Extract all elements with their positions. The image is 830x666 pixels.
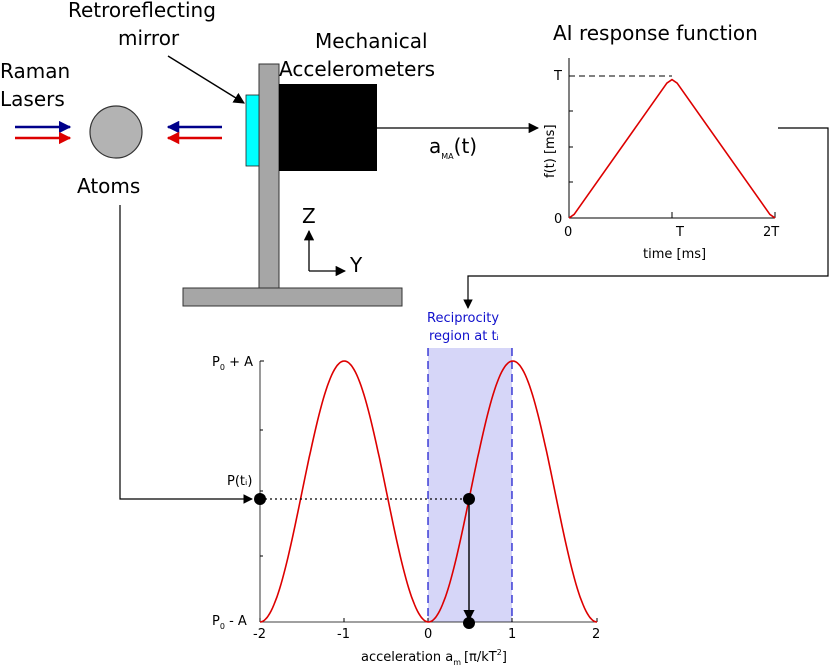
raman-label-line2: Lasers xyxy=(0,87,65,111)
prob-xtick-label--1: -1 xyxy=(337,627,350,642)
prob-xtick-label-1: 1 xyxy=(508,627,516,642)
ai-xtick-label-T: T xyxy=(675,225,684,240)
ai-response-title: AI response function xyxy=(553,21,758,45)
connector-ai-to-plot xyxy=(463,127,829,309)
mechanical-label-line1: Mechanical xyxy=(315,29,428,53)
atoms-cloud xyxy=(89,105,143,159)
support-post xyxy=(258,63,280,289)
prob-ytick-label-bottom: P0 - A xyxy=(212,614,247,631)
point-acceleration-estimate xyxy=(463,617,475,629)
point-measured-probability xyxy=(254,493,266,505)
reciprocity-label-line2: region at tᵢ xyxy=(429,329,499,344)
mirror-pointer-line xyxy=(167,55,245,104)
ai-ytick-label-T: T xyxy=(553,69,562,84)
raman-label-line1: Raman xyxy=(0,59,70,83)
ai-xtick-label-2T: 2T xyxy=(763,225,779,240)
prob-xtick-label-2: 2 xyxy=(592,627,600,642)
axis-y-label: Y xyxy=(349,253,363,277)
ai-xtick-label-0: 0 xyxy=(564,225,572,240)
probability-chart: Reciprocity region at tᵢ P0 + A P(tᵢ) P0… xyxy=(212,311,600,666)
mechanical-accelerometer-block xyxy=(279,84,377,171)
prob-xtick-label--2: -2 xyxy=(253,627,266,642)
apparatus xyxy=(15,55,403,307)
retroreflecting-label-line2: mirror xyxy=(118,26,180,50)
ai-response-chart: AI response function 0 T 0 T 2T time [ms… xyxy=(543,21,779,262)
signal-label: aMA(t) xyxy=(429,134,477,161)
point-on-curve xyxy=(463,493,475,505)
prob-ytick-label-mid: P(tᵢ) xyxy=(227,474,252,489)
ai-xlabel: time [ms] xyxy=(643,247,706,262)
prob-xtick-label-0: 0 xyxy=(424,627,432,642)
support-base xyxy=(182,287,403,307)
retroreflecting-mirror xyxy=(245,94,260,167)
connector-atoms-to-plot xyxy=(119,205,253,504)
retroreflecting-label-line1: Retroreflecting xyxy=(68,0,216,22)
atoms-label: Atoms xyxy=(77,174,140,198)
ai-response-curve xyxy=(568,78,776,219)
reciprocity-label-line1: Reciprocity xyxy=(427,311,499,326)
axis-z-label: Z xyxy=(302,204,316,228)
probability-curve xyxy=(259,360,598,623)
prob-xlabel: acceleration am[π/kT2] xyxy=(361,648,507,666)
ai-ylabel: f(t) [ms] xyxy=(543,124,558,178)
reciprocity-region xyxy=(428,348,512,622)
prob-ytick-label-top: P0 + A xyxy=(212,355,253,372)
mechanical-label-line2: Accelerometers xyxy=(279,57,435,81)
ai-ytick-label-0: 0 xyxy=(554,212,562,227)
